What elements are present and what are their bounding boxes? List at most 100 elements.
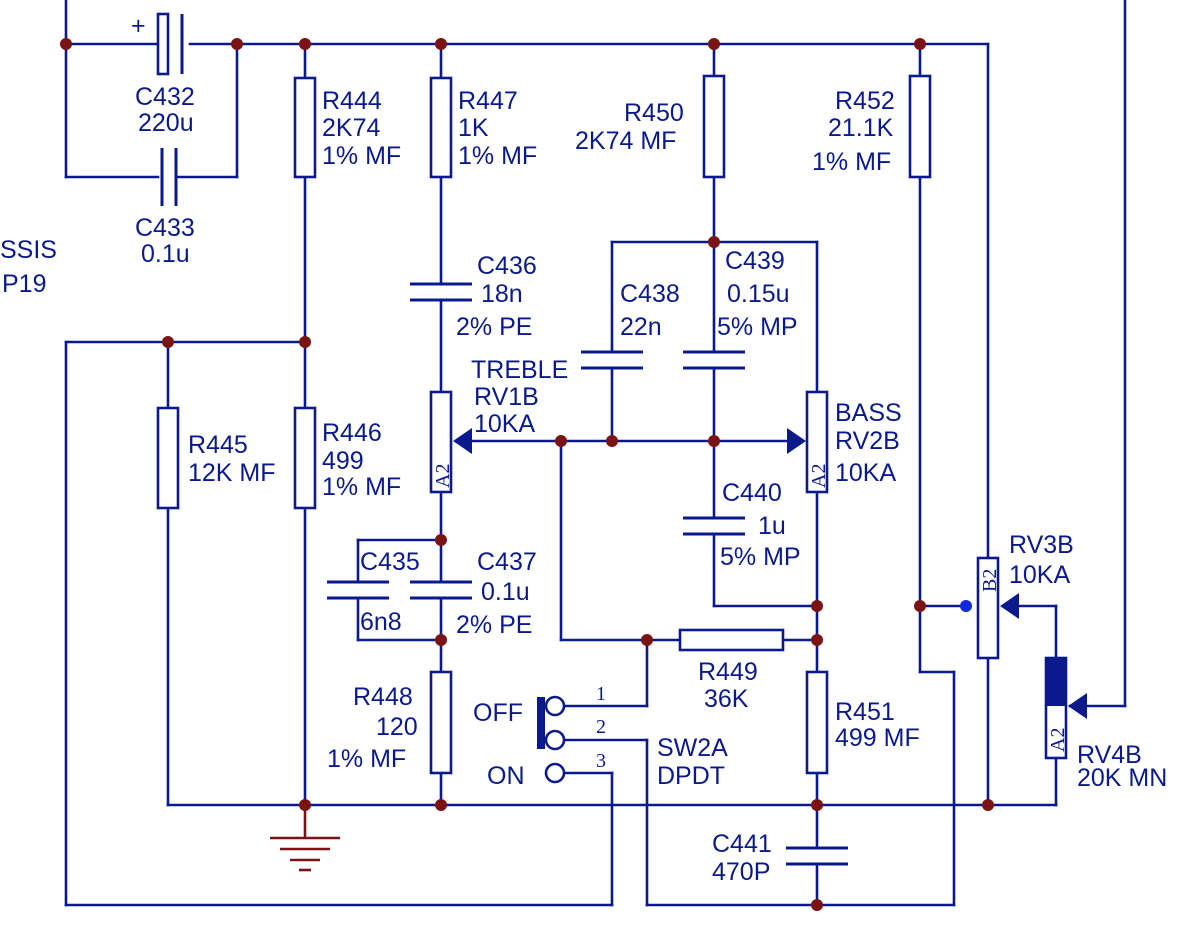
r448-tol: 1% MF [327, 745, 406, 773]
sw2a-pin1: 1 [596, 683, 606, 705]
c436-tol: 2% PE [456, 313, 532, 341]
r452-tol: 1% MF [812, 148, 891, 176]
ground-symbol [270, 805, 340, 872]
r447-value: 1K [458, 114, 489, 142]
rv4b-wiper-arrow [1068, 693, 1087, 719]
r450-ref: R450 [624, 99, 684, 127]
r446-body [293, 406, 317, 510]
resistor-bodies [156, 74, 1068, 775]
c432-ref: C432 [135, 83, 195, 111]
r444-body [293, 76, 317, 179]
c433-ref: C433 [135, 214, 195, 242]
c439-value: 0.15u [727, 280, 790, 308]
c436-symbol [410, 282, 472, 302]
wiper-arrows [453, 428, 1087, 719]
rv4b-pin: A2 [1047, 728, 1069, 752]
r452-value: 21.1K [828, 114, 894, 142]
r451-body [805, 670, 829, 775]
sw2a-contact-1 [544, 695, 566, 717]
c440-symbol [683, 516, 745, 536]
r444-value: 2K74 [322, 114, 380, 142]
rv3b-value: 10KA [1009, 561, 1070, 589]
rv4b-band [1046, 658, 1066, 706]
rv2b-name: BASS [835, 399, 902, 427]
r449-body [678, 628, 785, 652]
r444-tol: 1% MF [322, 142, 401, 170]
c437-tol: 2% PE [456, 611, 532, 639]
rv3b-end-dot [960, 600, 972, 612]
c438-value: 22n [620, 313, 662, 341]
c440-tol: 5% MP [720, 543, 801, 571]
r449-ref: R449 [698, 658, 758, 686]
sw2a-contact-3 [544, 762, 566, 784]
rv2b-wiper-arrow [787, 428, 806, 454]
c439-ref: C439 [725, 247, 785, 275]
sw2a-contact-2 [544, 729, 566, 751]
r446-ref: R446 [322, 419, 382, 447]
sw2a-pin3: 3 [596, 750, 606, 772]
c437-ref: C437 [477, 548, 537, 576]
r450-value: 2K74 MF [575, 127, 676, 155]
rv4b-ref: RV4B [1077, 741, 1142, 769]
c441-value: 470P [712, 858, 770, 886]
r447-ref: R447 [458, 87, 518, 115]
rv1b-body [429, 390, 453, 494]
junction-dots [60, 38, 994, 911]
rv3b-wiper-arrow [1000, 593, 1019, 619]
rv3b-body [976, 556, 1000, 660]
c441-symbol [786, 846, 848, 866]
c432-polarity: + [131, 12, 146, 40]
c441-ref: C441 [712, 830, 772, 858]
rv1b-ref: RV1B [474, 383, 539, 411]
c436-ref: C436 [477, 252, 537, 280]
r448-value: 120 [376, 713, 418, 741]
c433-value: 0.1u [141, 240, 190, 268]
c435-value: 6n8 [360, 608, 402, 636]
c435-ref: C435 [360, 548, 420, 576]
r448-body [429, 670, 453, 775]
r452-ref: R452 [835, 87, 895, 115]
c432-value: 220u [138, 109, 194, 137]
sw2a-on: ON [487, 762, 525, 790]
c437-value: 0.1u [481, 578, 530, 606]
r448-ref: R448 [353, 683, 413, 711]
rv3b-pin: B2 [979, 569, 1001, 592]
c440-ref: C440 [722, 479, 782, 507]
rv1b-wiper-arrow [453, 428, 472, 454]
r445-body [156, 406, 180, 510]
r451-ref: R451 [835, 698, 895, 726]
sw2a-symbol [537, 695, 566, 784]
rv4b-value: 20K MN [1077, 764, 1167, 792]
c440-value: 1u [758, 512, 786, 540]
capacitors [156, 12, 848, 866]
rv1b-value: 10KA [474, 410, 535, 438]
r447-body [429, 76, 453, 179]
c439-symbol [683, 350, 745, 370]
c438-symbol [581, 350, 643, 370]
r446-value: 499 [322, 447, 364, 475]
r449-value: 36K [704, 685, 749, 713]
c438-ref: C438 [620, 280, 680, 308]
rv2b-body [805, 390, 829, 494]
r444-ref: R444 [322, 87, 382, 115]
sw2a-off: OFF [473, 699, 523, 727]
rv1b-pin: A2 [432, 464, 454, 488]
rv2b-ref: RV2B [835, 427, 900, 455]
c435-symbol [327, 580, 389, 600]
r445-ref: R445 [188, 431, 248, 459]
edge-text-2: P19 [2, 270, 46, 298]
rv3b-ref: RV3B [1009, 531, 1074, 559]
c432-symbol [156, 12, 184, 76]
r445-value: 12K MF [188, 459, 276, 487]
c439-tol: 5% MP [717, 313, 798, 341]
r452-body [908, 74, 932, 179]
rv1b-name: TREBLE [471, 356, 568, 384]
labels: SSIS P19 + C432 220u C433 0.1u R444 2K74… [0, 12, 1167, 886]
c433-symbol [160, 148, 178, 206]
r451-value: 499 MF [835, 724, 920, 752]
rv2b-pin: A2 [808, 464, 830, 488]
edge-text-1: SSIS [0, 236, 57, 264]
r447-tol: 1% MF [458, 142, 537, 170]
rv2b-value: 10KA [835, 459, 896, 487]
